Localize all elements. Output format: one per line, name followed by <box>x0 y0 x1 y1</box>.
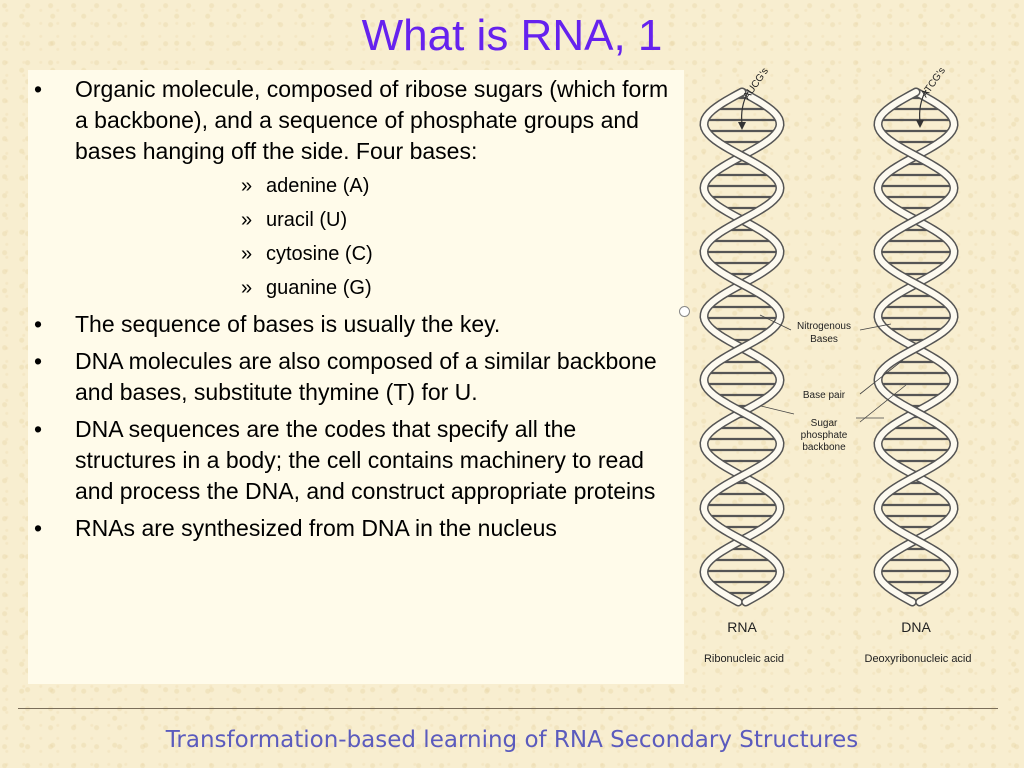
bases-list: » adenine (A) » uracil (U) » cytosine (C) »… <box>28 169 678 305</box>
bullet-mark: • <box>34 311 43 337</box>
base-text: guanine (G) <box>266 277 372 299</box>
base-item: » cytosine (C) <box>241 237 678 271</box>
footer-divider <box>18 708 998 709</box>
leader-line <box>859 359 904 395</box>
base-item: » uracil (U) <box>241 203 678 237</box>
backbone-strand <box>874 89 958 605</box>
sub-bullet-mark: » <box>241 209 253 231</box>
rna-seq-arrowhead <box>738 122 746 130</box>
dna-title: DNA <box>901 619 931 635</box>
rna-subtitle: Ribonucleic acid <box>704 653 784 665</box>
bullet-mark: • <box>34 348 43 374</box>
content-box: • Organic molecule, composed of ribose s… <box>28 70 684 684</box>
leader-line <box>859 323 892 331</box>
leader-line <box>760 405 795 415</box>
footer-text: Transformation-based learning of RNA Sec… <box>165 727 859 753</box>
base-pair-label: Base pair <box>803 390 846 401</box>
bullet-text: The sequence of bases is usually the key… <box>75 311 501 337</box>
bullet-mark: • <box>34 515 43 541</box>
bullet-item: • Organic molecule, composed of ribose s… <box>28 74 678 167</box>
leader-line <box>859 384 907 423</box>
dna-helix <box>873 87 959 607</box>
bullet-mark: • <box>34 416 43 442</box>
leader-line <box>759 314 792 331</box>
slide-title: What is RNA, 1 <box>361 11 663 60</box>
base-item: » adenine (A) <box>241 169 678 203</box>
bullet-item: • The sequence of bases is usually the k… <box>28 309 678 340</box>
bullet-text: DNA molecules are also composed of a sim… <box>75 348 657 405</box>
backbone-strand <box>700 89 784 605</box>
dna-seq-arrowhead <box>916 120 924 128</box>
bullet-list: • Organic molecule, composed of ribose s… <box>28 74 678 544</box>
dna-subtitle: Deoxyribonucleic acid <box>865 653 972 665</box>
bullet-text: DNA sequences are the codes that specify… <box>75 416 656 504</box>
bullet-text: RNAs are synthesized from DNA in the nuc… <box>75 515 557 541</box>
dna-seq-arrow <box>919 89 927 123</box>
rna-helix <box>699 87 785 607</box>
base-text: cytosine (C) <box>266 243 373 265</box>
bullet-item: • RNAs are synthesized from DNA in the n… <box>28 513 678 544</box>
slide-dot <box>679 306 690 317</box>
bullet-mark: • <box>34 76 43 102</box>
bullet-item: • DNA molecules are also composed of a s… <box>28 346 678 408</box>
sub-bullet-mark: » <box>241 277 253 299</box>
sub-bullet-mark: » <box>241 175 253 197</box>
rna-seq-arrow <box>741 91 749 125</box>
dna-seq-label: ATCG's <box>919 66 947 100</box>
bullet-item: • DNA sequences are the codes that speci… <box>28 414 678 507</box>
base-item: » guanine (G) <box>241 271 678 305</box>
bullet-text: Organic molecule, composed of ribose sug… <box>75 76 669 164</box>
base-text: uracil (U) <box>266 209 348 231</box>
base-text: adenine (A) <box>266 175 370 197</box>
sub-bullet-mark: » <box>241 243 253 265</box>
rna-title: RNA <box>727 619 757 635</box>
